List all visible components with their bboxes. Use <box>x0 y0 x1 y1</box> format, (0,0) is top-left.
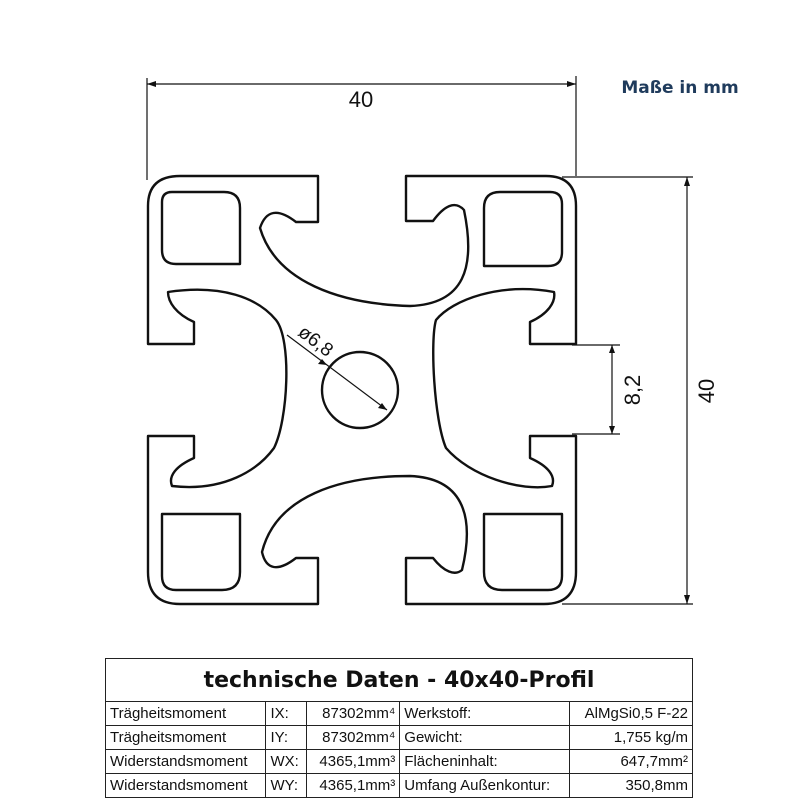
profile-drawing: 40 40 8,2 ø6,8 <box>146 76 719 606</box>
height-dimension-label: 40 <box>694 379 719 403</box>
row-property-value: 350,8mm <box>568 773 694 798</box>
row-value: 4365,1mm³ <box>306 773 401 798</box>
height-dimension: 40 <box>562 176 719 605</box>
profile-outer-contour <box>146 174 578 606</box>
row-axis: IX: <box>265 701 308 726</box>
row-property-value: AlMgSi0,5 F-22 <box>568 701 694 726</box>
row-axis: WX: <box>265 749 308 774</box>
cavity-top-left <box>160 190 242 266</box>
slot-dimension: 8,2 <box>572 344 645 435</box>
row-property-value: 647,7mm² <box>568 749 694 774</box>
bore-dimension: ø6,8 <box>286 322 388 411</box>
units-note: Maße in mm <box>621 78 739 98</box>
row-label: Trägheitsmoment <box>104 725 267 750</box>
row-label: Widerstandsmoment <box>104 749 267 774</box>
table-row: Widerstandsmoment WX: 4365,1mm³ Flächeni… <box>104 749 694 774</box>
row-axis: IY: <box>265 725 308 750</box>
cavity-top-right <box>482 190 564 268</box>
width-dimension-label: 40 <box>349 87 373 112</box>
table-row: Widerstandsmoment WY: 4365,1mm³ Umfang A… <box>104 773 694 798</box>
technical-data-table: technische Daten - 40x40-Profil Trägheit… <box>104 658 694 798</box>
width-dimension: 40 <box>146 76 577 180</box>
row-value: 87302mm⁴ <box>306 725 401 750</box>
row-property: Umfang Außenkontur: <box>399 773 570 798</box>
table-row: Trägheitsmoment IX: 87302mm⁴ Werkstoff: … <box>104 701 694 726</box>
row-value: 4365,1mm³ <box>306 749 401 774</box>
cavity-bottom-right <box>482 512 564 592</box>
row-label: Trägheitsmoment <box>104 701 267 726</box>
table-title-row: technische Daten - 40x40-Profil <box>105 658 693 702</box>
row-property: Werkstoff: <box>399 701 570 726</box>
cavity-bottom-left <box>160 512 242 592</box>
row-value: 87302mm⁴ <box>306 701 401 726</box>
row-property: Flächeninhalt: <box>399 749 570 774</box>
table-row: Trägheitsmoment IY: 87302mm⁴ Gewicht: 1,… <box>104 725 694 750</box>
center-bore <box>320 350 400 430</box>
table-title: technische Daten - 40x40-Profil <box>105 658 693 702</box>
row-label: Widerstandsmoment <box>104 773 267 798</box>
row-property: Gewicht: <box>399 725 570 750</box>
row-property-value: 1,755 kg/m <box>568 725 694 750</box>
row-axis: WY: <box>265 773 308 798</box>
slot-dimension-label: 8,2 <box>620 375 645 406</box>
